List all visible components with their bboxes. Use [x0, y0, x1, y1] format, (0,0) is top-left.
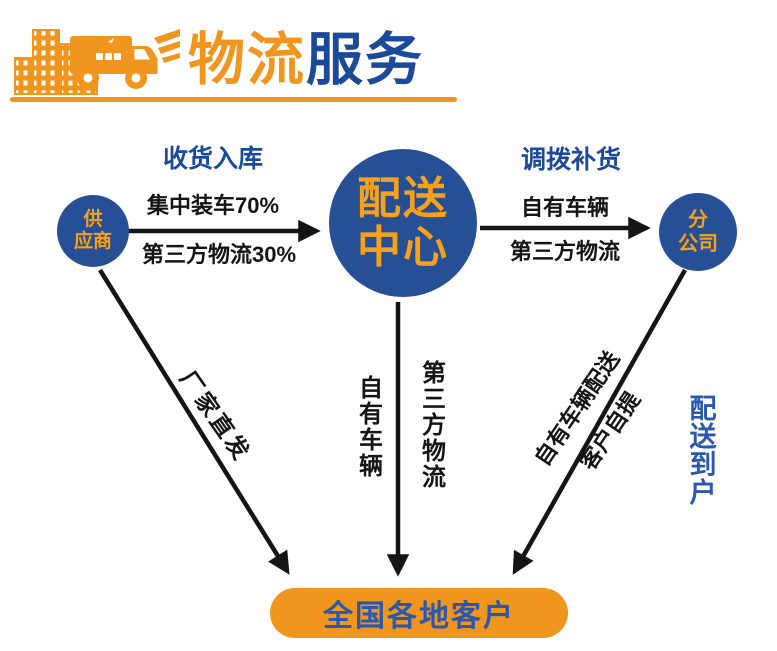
supplier-node: 供 应商 [57, 195, 129, 267]
third-party-label-top: 第三方物流 [509, 239, 621, 264]
distribution-center-label-line2: 中心 [357, 223, 449, 272]
truck-city-logo-icon [14, 29, 180, 95]
arrow-supplier-to-customers [98, 268, 290, 575]
title-underline [10, 97, 457, 102]
page-title-blue-part: 服务 [306, 28, 424, 92]
nationwide-customers-label: 全国各地客户 [323, 600, 515, 633]
home-delivery-label: 配送到户 [685, 394, 716, 506]
page-title-orange-part: 物流 [188, 28, 306, 92]
supplier-label-line2: 应商 [73, 231, 112, 252]
own-vehicles-label-top: 自有车辆 [520, 195, 610, 220]
receive-inbound-title: 收货入库 [162, 145, 264, 173]
arrow-branch-to-customers [512, 268, 687, 575]
own-vehicles-vertical-label: 自有车辆 [354, 375, 382, 479]
third-party-vertical-label: 第三方物流 [417, 360, 445, 490]
transfer-replenish-title: 调拨补货 [520, 146, 622, 174]
distribution-center-label-line1: 配送 [357, 174, 449, 223]
third-party-30-label: 第三方物流30% [141, 242, 297, 267]
distribution-center-node: 配送 中心 [329, 149, 477, 297]
central-loading-70-label: 集中装车70% [146, 193, 280, 218]
nationwide-customers-node: 全国各地客户 [270, 588, 568, 638]
branch-label-line2: 公司 [678, 233, 718, 255]
branch-label-line1: 分 [688, 209, 708, 231]
truck-icon [70, 36, 158, 89]
page-title: 物流 服务 [188, 18, 424, 92]
supplier-label-line1: 供 [83, 209, 103, 230]
speed-wing-icon [154, 29, 180, 63]
truck-brand-marks [96, 38, 121, 60]
branch-company-node: 分 公司 [659, 193, 737, 271]
